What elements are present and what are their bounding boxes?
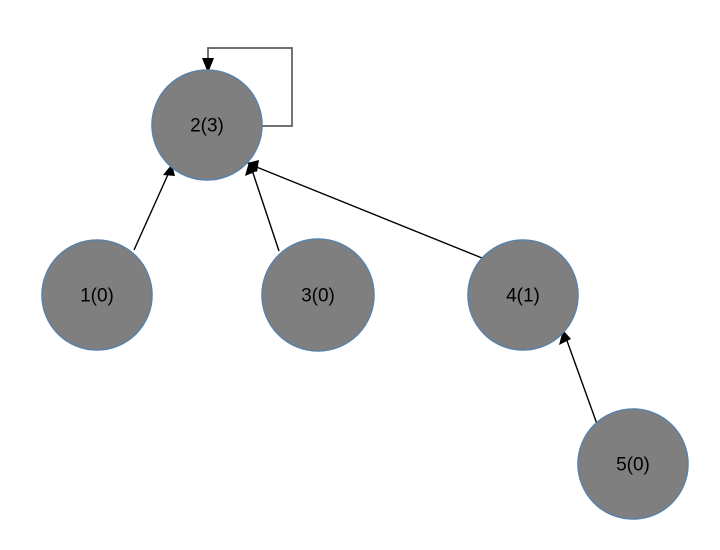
node-5-circle: [577, 408, 689, 520]
node-3-label: 3(0): [301, 286, 335, 307]
edge-3-to-2-line: [251, 169, 280, 252]
edge-2-self-loop[interactable]: [202, 47, 293, 127]
edge-2-self-loop-arrowhead: [202, 58, 214, 73]
node-1-circle: [41, 239, 153, 351]
edge-3-to-2-arrowhead: [245, 162, 257, 176]
node-3[interactable]: 3(0): [261, 238, 375, 352]
node-2-circle: [151, 69, 263, 181]
edge-5-to-4-line: [565, 337, 598, 425]
node-2[interactable]: 2(3): [151, 69, 263, 181]
edge-4-to-2[interactable]: [247, 160, 483, 259]
edge-4-to-2-arrowhead: [247, 160, 259, 172]
node-5[interactable]: 5(0): [577, 408, 689, 520]
node-4-circle: [467, 239, 579, 351]
node-5-label: 5(0): [616, 455, 650, 476]
node-layer: 1(0) 2(3) 3(0) 4(1) 5(0): [41, 69, 689, 520]
edge-5-to-4[interactable]: [559, 330, 598, 425]
node-2-label: 2(3): [190, 116, 224, 137]
node-1[interactable]: 1(0): [41, 239, 153, 351]
edge-2-self-loop-path: [207, 47, 293, 127]
node-4-label: 4(1): [506, 286, 540, 307]
edge-3-to-2[interactable]: [245, 162, 280, 252]
edge-1-to-2-line: [133, 169, 171, 251]
node-4[interactable]: 4(1): [467, 239, 579, 351]
edge-4-to-2-line: [253, 165, 483, 259]
edge-1-to-2[interactable]: [133, 164, 175, 251]
edge-layer: [133, 47, 598, 425]
node-1-label: 1(0): [80, 286, 114, 307]
node-3-circle: [261, 238, 375, 352]
